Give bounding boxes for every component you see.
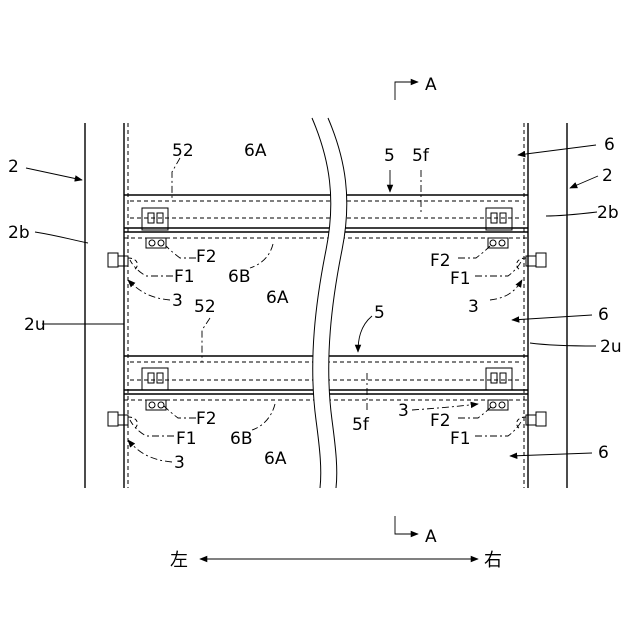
label-panel-lower-2: 6B — [230, 429, 252, 449]
label-panel-lower-1: 6B — [228, 267, 250, 287]
label-post-inner-right: 2u — [600, 337, 622, 357]
label-f2-lower-left: F2 — [196, 409, 217, 429]
label-f2-upper-right: F2 — [430, 251, 451, 271]
label-beam-flange-lower: 52 — [194, 297, 216, 317]
label-panel-1: 6 — [604, 135, 615, 155]
label-panel-upper-1: 6A — [244, 141, 267, 161]
bracket-upper-left — [108, 208, 168, 270]
arrow-leaders — [26, 145, 598, 462]
label-post-right: 2 — [602, 166, 613, 186]
label-beam-face-lower: 5f — [352, 415, 370, 435]
direction-right-label: 右 — [484, 550, 502, 571]
bracket-upper-right — [486, 208, 546, 270]
label-clamp-upper-right: 3 — [468, 297, 479, 317]
label-panel-upper-2: 6A — [266, 288, 289, 308]
label-post-inner-left: 2u — [24, 315, 46, 335]
label-post-left: 2 — [8, 157, 19, 177]
label-clamp-lower-left: 3 — [174, 453, 185, 473]
right-post — [524, 123, 567, 488]
section-marker-top: A — [395, 75, 437, 100]
label-f1-upper-right: F1 — [450, 269, 471, 289]
label-panel-3: 6 — [598, 443, 609, 463]
section-label-top: A — [425, 75, 437, 95]
label-post-face-right: 2b — [597, 203, 619, 223]
label-beam-upper: 5 — [384, 146, 395, 166]
section-marker-bottom: A — [395, 516, 437, 547]
direction-left-label: 左 — [170, 550, 188, 571]
direction-arrow: 左 右 — [170, 550, 502, 571]
bracket-lower-left — [108, 368, 168, 429]
break-lines — [312, 118, 347, 488]
label-f1-upper-left: F1 — [174, 267, 195, 287]
upper-beam — [124, 195, 528, 238]
label-clamp-lower-right: 3 — [398, 401, 409, 421]
label-panel-2: 6 — [598, 305, 609, 325]
section-label-bottom: A — [425, 527, 437, 547]
label-post-face-left: 2b — [8, 223, 30, 243]
label-f2-upper-left: F2 — [196, 247, 217, 267]
label-beam-flange-upper: 52 — [172, 141, 194, 161]
left-post — [85, 123, 128, 488]
label-panel-upper-3: 6A — [264, 449, 287, 469]
label-f1-lower-right: F1 — [450, 429, 471, 449]
label-beam-face-upper: 5f — [412, 146, 430, 166]
label-f2-lower-right: F2 — [430, 411, 451, 431]
label-clamp-upper-left: 3 — [172, 291, 183, 311]
bracket-lower-right — [486, 368, 546, 429]
reference-labels: 2 2 2b 2b 2u 2u 6 6 6 52 6A 5 5f F2 F1 6… — [8, 135, 622, 473]
label-beam-lower: 5 — [374, 303, 385, 323]
label-f1-lower-left: F1 — [176, 429, 197, 449]
